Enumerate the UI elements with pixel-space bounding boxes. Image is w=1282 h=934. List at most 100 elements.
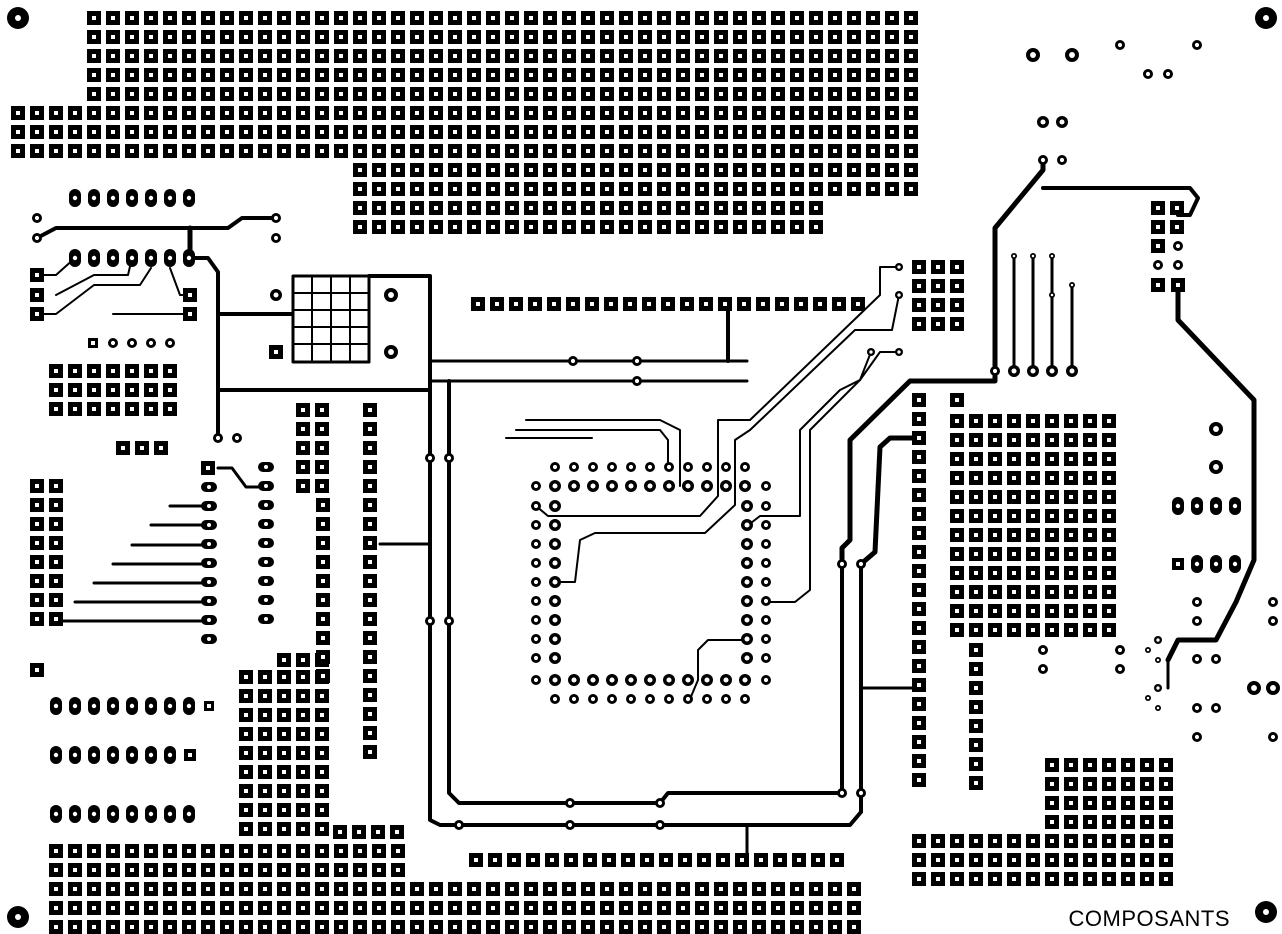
pad-drill xyxy=(368,465,372,469)
pad-drill xyxy=(609,677,615,683)
pad-drill xyxy=(814,130,818,134)
pad-drill xyxy=(320,887,324,891)
pad-drill xyxy=(974,438,978,442)
pad-drill xyxy=(681,111,685,115)
pad-drill xyxy=(434,187,438,191)
pad-drill xyxy=(73,149,77,153)
pad-drill xyxy=(1126,839,1130,843)
pad-drill xyxy=(681,149,685,153)
pad-drill xyxy=(704,302,708,306)
layer-label: COMPOSANTS xyxy=(1068,906,1230,931)
pad-drill xyxy=(590,464,596,470)
pad-drill xyxy=(1145,782,1149,786)
pad-drill xyxy=(529,887,533,891)
pad-drill xyxy=(167,811,173,817)
pad-drill xyxy=(1012,858,1016,862)
pad-drill xyxy=(1012,514,1016,518)
pad-drill xyxy=(740,858,744,862)
pad-drill xyxy=(491,73,495,77)
pad-drill xyxy=(605,906,609,910)
pad-drill xyxy=(301,713,305,717)
pad-drill xyxy=(1012,438,1016,442)
pad-drill xyxy=(35,617,39,621)
pad-drill xyxy=(491,168,495,172)
pad-drill xyxy=(1155,262,1161,268)
pad-drill xyxy=(757,168,761,172)
pad-drill xyxy=(647,302,651,306)
pad-drill xyxy=(149,111,153,115)
mounting-hole-drill xyxy=(15,914,21,920)
pad-drill xyxy=(491,35,495,39)
pad-drill xyxy=(510,92,514,96)
pad-drill xyxy=(225,54,229,58)
pad-drill xyxy=(909,54,913,58)
pad-drill xyxy=(368,484,372,488)
pad-drill xyxy=(1069,368,1075,374)
pad-drill xyxy=(1175,262,1181,268)
pad-drill xyxy=(871,168,875,172)
pad-drill xyxy=(186,811,192,817)
pad-drill xyxy=(1107,839,1111,843)
pad-drill xyxy=(634,358,640,364)
pad-drill xyxy=(493,858,497,862)
pad-drill xyxy=(368,503,372,507)
pad-drill xyxy=(795,206,799,210)
pad-drill xyxy=(685,302,689,306)
pad-drill xyxy=(700,925,704,929)
pad-drill xyxy=(744,560,750,566)
pad-drill xyxy=(16,111,20,115)
pad-drill xyxy=(681,925,685,929)
pad-drill xyxy=(187,73,191,77)
pad-drill xyxy=(871,92,875,96)
pad-drill xyxy=(609,696,615,702)
pad-drill xyxy=(757,925,761,929)
pad-drill xyxy=(168,111,172,115)
pad-drill xyxy=(1069,801,1073,805)
pad-drill xyxy=(681,225,685,229)
pad-drill xyxy=(852,168,856,172)
pad-drill xyxy=(852,54,856,58)
pad-drill xyxy=(225,130,229,134)
pad-drill xyxy=(91,255,97,261)
pad-drill xyxy=(472,168,476,172)
copper-trace xyxy=(525,419,681,487)
pad-drill xyxy=(1107,590,1111,594)
pad-drill xyxy=(263,16,267,20)
pad-drill xyxy=(91,752,97,758)
pad-drill xyxy=(852,35,856,39)
pad-drill xyxy=(491,130,495,134)
pad-drill xyxy=(35,149,39,153)
pad-drill xyxy=(590,696,596,702)
pad-drill xyxy=(567,54,571,58)
pad-drill xyxy=(763,598,769,604)
pad-drill xyxy=(1012,590,1016,594)
pad-drill xyxy=(1213,561,1219,567)
pad-drill xyxy=(628,677,634,683)
pad-drill xyxy=(273,292,279,298)
pad-drill xyxy=(377,206,381,210)
pad-drill xyxy=(839,790,845,796)
pad-drill xyxy=(624,168,628,172)
pad-drill xyxy=(529,16,533,20)
pad-drill xyxy=(837,302,841,306)
pad-drill xyxy=(738,54,742,58)
pad-drill xyxy=(188,312,192,316)
pad-drill xyxy=(263,54,267,58)
pad-drill xyxy=(301,925,305,929)
pad-drill xyxy=(757,54,761,58)
pad-drill xyxy=(34,235,40,241)
pad-drill xyxy=(681,54,685,58)
pad-drill xyxy=(54,925,58,929)
pad-drill xyxy=(628,696,634,702)
pad-drill xyxy=(1107,552,1111,556)
pad-drill xyxy=(187,92,191,96)
pad-drill xyxy=(681,187,685,191)
pad-drill xyxy=(643,225,647,229)
pad-drill xyxy=(415,92,419,96)
pad-drill xyxy=(168,868,172,872)
pad-drill xyxy=(130,54,134,58)
pad-drill xyxy=(567,35,571,39)
pad-drill xyxy=(225,111,229,115)
pad-drill xyxy=(72,255,78,261)
pad-drill xyxy=(207,599,211,603)
